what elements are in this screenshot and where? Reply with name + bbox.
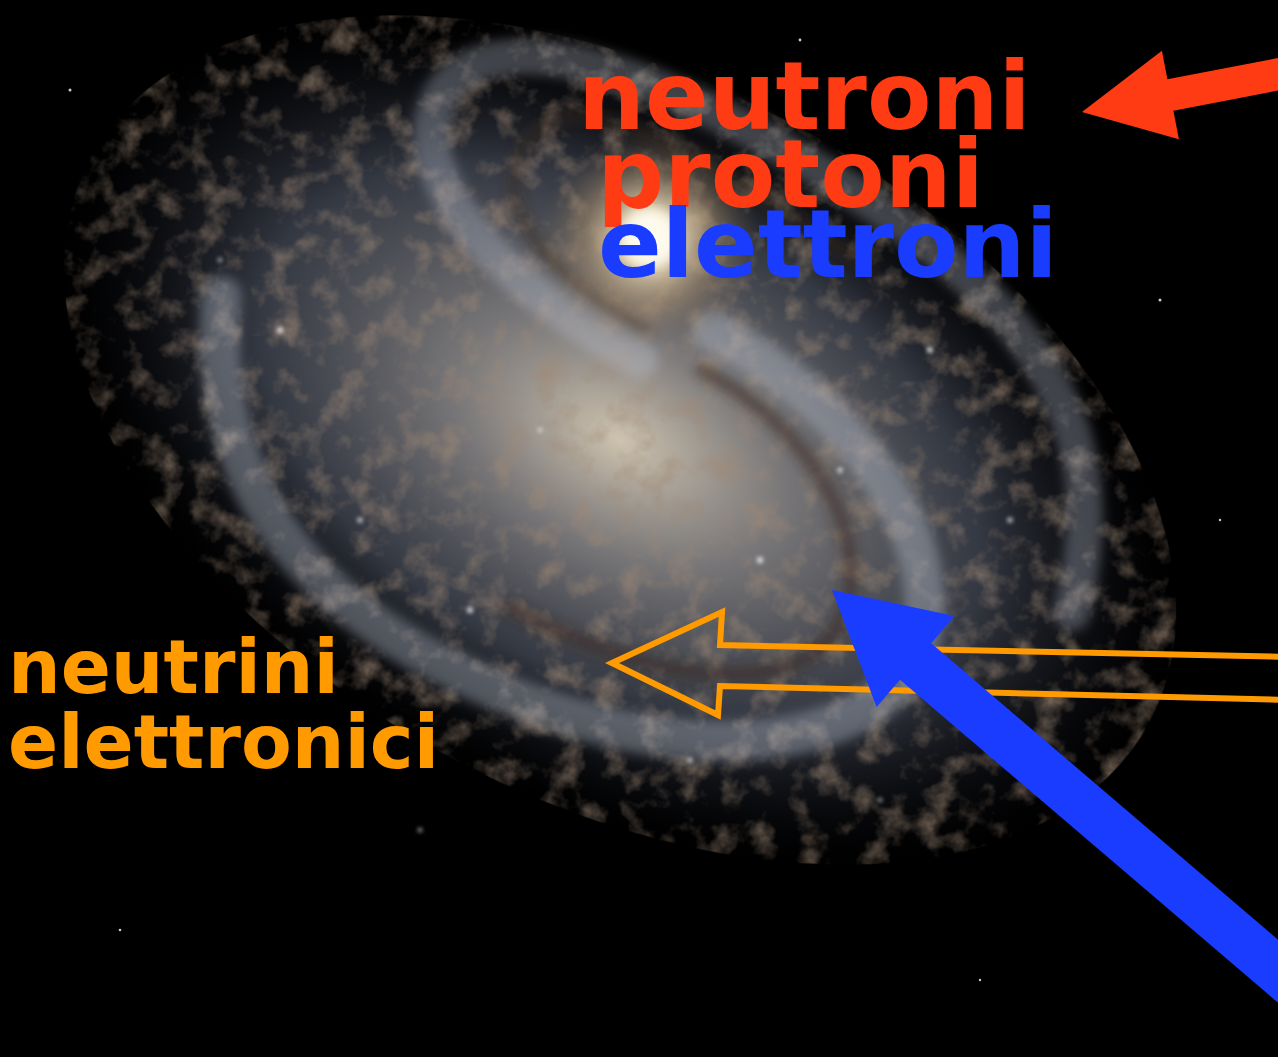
- electron-arrow: [832, 590, 1278, 1008]
- particle-label: elettroni: [598, 198, 1058, 292]
- neutron-arrow: [1082, 51, 1278, 139]
- particle-label: neutrini elettronici: [8, 630, 478, 780]
